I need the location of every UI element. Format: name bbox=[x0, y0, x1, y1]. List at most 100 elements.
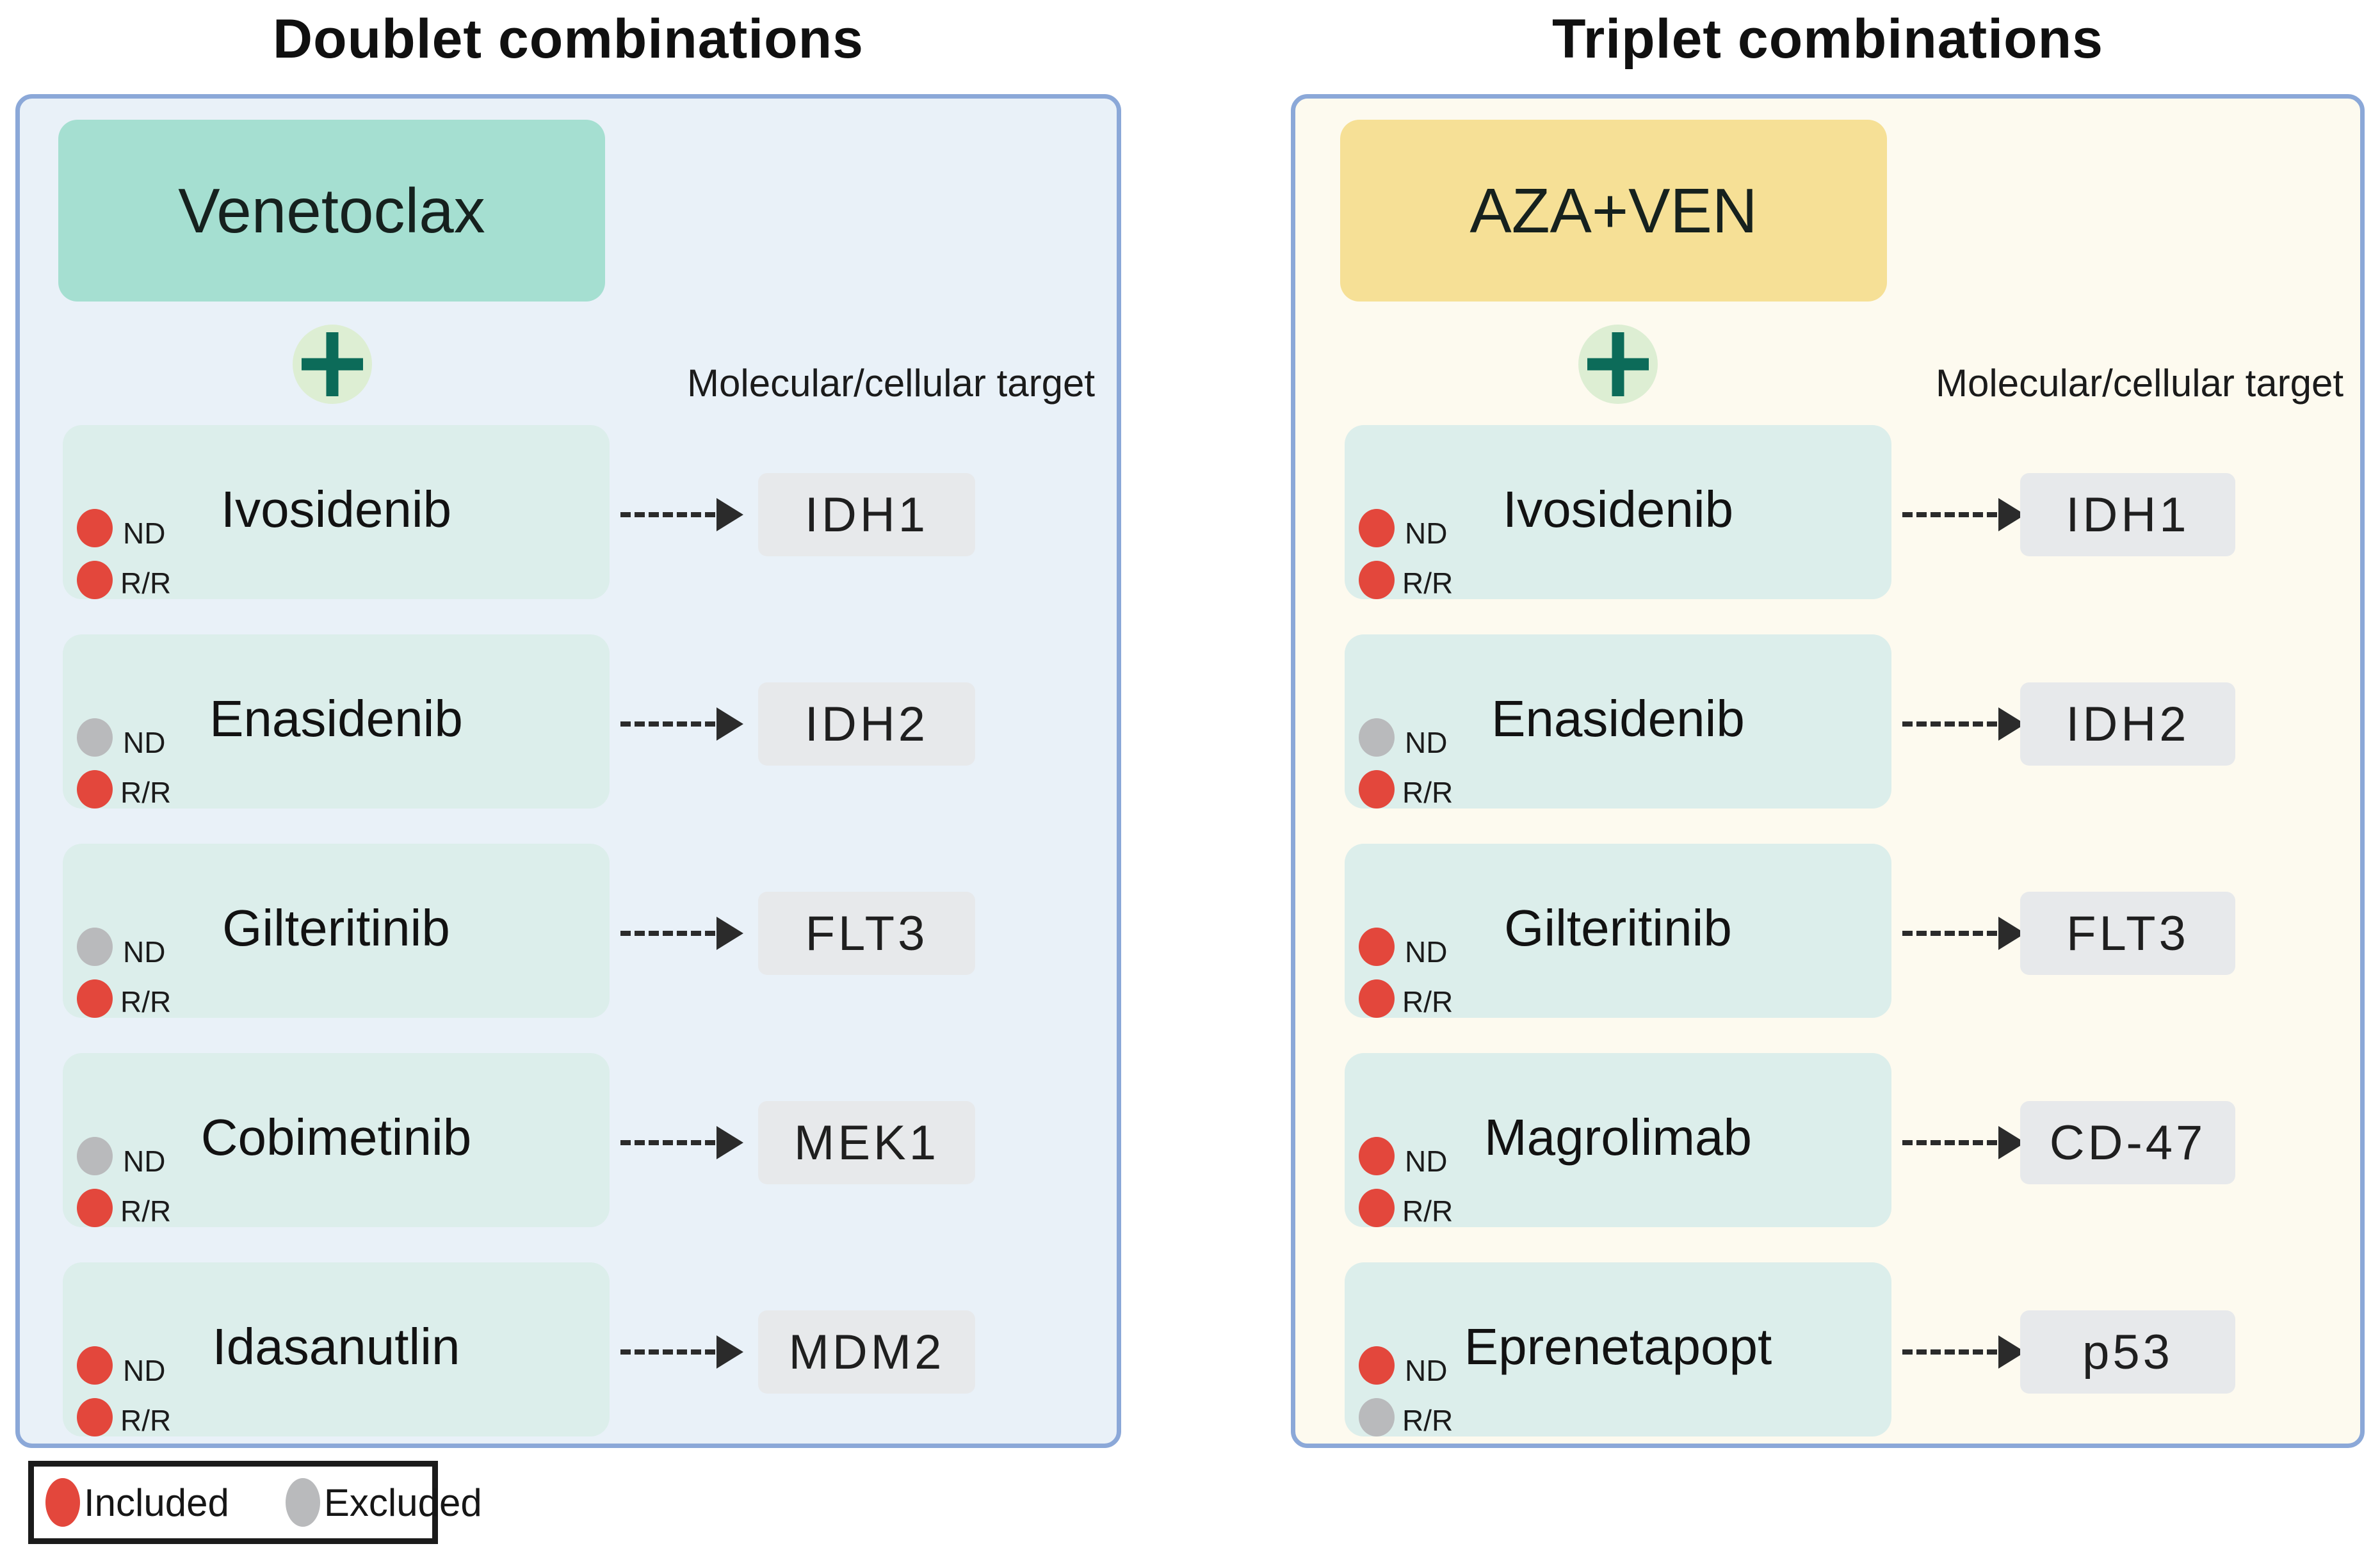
rr-status-dot-icon bbox=[1359, 1398, 1395, 1436]
drug-row-enasidenib: ND R/R Enasidenib bbox=[63, 634, 610, 809]
rr-status-dot-icon bbox=[1359, 979, 1395, 1018]
drug-row-gilteritinib: ND R/R Gilteritinib bbox=[63, 844, 610, 1018]
rr-status-dot-icon bbox=[77, 979, 113, 1018]
dashed-arrow-icon bbox=[1902, 707, 2030, 741]
target-box: FLT3 bbox=[758, 892, 975, 975]
target-column-header: Molecular/cellular target bbox=[687, 362, 1095, 405]
dashed-arrow-icon bbox=[620, 498, 749, 531]
arrow-dash bbox=[1902, 512, 1997, 517]
rr-label: R/R bbox=[120, 776, 172, 809]
target-column-header: Molecular/cellular target bbox=[1936, 362, 2344, 405]
drug-row-eprenetapopt: ND R/R Eprenetapopt bbox=[1345, 1262, 1891, 1436]
legend-item-excluded: Excluded bbox=[285, 1478, 482, 1527]
nd-label: ND bbox=[1405, 1354, 1448, 1387]
nd-status-dot-icon bbox=[77, 1137, 113, 1175]
rr-label: R/R bbox=[1402, 1195, 1453, 1228]
arrow-head bbox=[716, 1126, 743, 1159]
rr-label: R/R bbox=[120, 1195, 172, 1228]
drug-name: Ivosidenib bbox=[220, 481, 452, 538]
included-dot-icon bbox=[45, 1478, 80, 1527]
doublet-title: Doublet combinations bbox=[273, 8, 864, 70]
rr-label: R/R bbox=[120, 567, 172, 600]
dashed-arrow-icon bbox=[620, 707, 749, 741]
dashed-arrow-icon bbox=[1902, 1335, 2030, 1369]
arrow-dash bbox=[1902, 721, 1997, 727]
target-box: CD-47 bbox=[2020, 1101, 2235, 1184]
plus-icon bbox=[293, 325, 372, 404]
nd-status-dot-icon bbox=[77, 509, 113, 547]
drug-name: Magrolimab bbox=[1484, 1109, 1752, 1166]
triplet-panel: AZA+VEN Molecular/cellular target ND R/R… bbox=[1291, 94, 2365, 1448]
plus-icon bbox=[1578, 325, 1658, 404]
nd-label: ND bbox=[1405, 935, 1448, 969]
dashed-arrow-icon bbox=[1902, 498, 2030, 531]
nd-status-dot-icon bbox=[1359, 718, 1395, 757]
arrow-dash bbox=[620, 1140, 715, 1145]
legend-label: Excluded bbox=[323, 1481, 482, 1524]
dashed-arrow-icon bbox=[620, 1126, 749, 1159]
target-box: IDH1 bbox=[2020, 473, 2235, 556]
venetoclax-backbone-box: Venetoclax bbox=[58, 120, 605, 302]
dashed-arrow-icon bbox=[1902, 917, 2030, 950]
drug-name: Idasanutlin bbox=[212, 1318, 460, 1375]
drug-name: Enasidenib bbox=[209, 690, 463, 747]
arrow-head bbox=[716, 1335, 743, 1369]
drug-row-ivosidenib: ND R/R Ivosidenib bbox=[1345, 425, 1891, 599]
drug-name: Eprenetapopt bbox=[1464, 1318, 1772, 1375]
target-box: MEK1 bbox=[758, 1101, 975, 1184]
rr-status-dot-icon bbox=[77, 770, 113, 809]
nd-status-dot-icon bbox=[77, 928, 113, 966]
nd-status-dot-icon bbox=[77, 718, 113, 757]
dashed-arrow-icon bbox=[620, 917, 749, 950]
rr-label: R/R bbox=[1402, 567, 1453, 600]
rr-status-dot-icon bbox=[1359, 1189, 1395, 1227]
arrow-head bbox=[716, 917, 743, 950]
arrow-head bbox=[716, 498, 743, 531]
rr-label: R/R bbox=[120, 985, 172, 1018]
rr-label: R/R bbox=[1402, 985, 1453, 1018]
dashed-arrow-icon bbox=[620, 1335, 749, 1369]
nd-status-dot-icon bbox=[1359, 928, 1395, 966]
nd-label: ND bbox=[123, 1145, 166, 1178]
nd-label: ND bbox=[123, 1354, 166, 1387]
target-box: p53 bbox=[2020, 1310, 2235, 1394]
rr-status-dot-icon bbox=[77, 1398, 113, 1436]
arrow-dash bbox=[1902, 1349, 1997, 1355]
legend-item-included: Included bbox=[45, 1478, 229, 1527]
plus-icon-horizontal-bar bbox=[1587, 358, 1649, 371]
nd-status-dot-icon bbox=[1359, 1346, 1395, 1385]
dashed-arrow-icon bbox=[1902, 1126, 2030, 1159]
doublet-panel: Venetoclax Molecular/cellular target ND … bbox=[15, 94, 1121, 1448]
nd-label: ND bbox=[1405, 517, 1448, 550]
arrow-dash bbox=[1902, 1140, 1997, 1145]
arrow-dash bbox=[620, 721, 715, 727]
rr-label: R/R bbox=[1402, 1404, 1453, 1437]
rr-label: R/R bbox=[1402, 776, 1453, 809]
arrow-dash bbox=[620, 931, 715, 936]
nd-status-dot-icon bbox=[1359, 509, 1395, 547]
drug-row-magrolimab: ND R/R Magrolimab bbox=[1345, 1053, 1891, 1227]
target-box: FLT3 bbox=[2020, 892, 2235, 975]
legend: Included Excluded bbox=[28, 1461, 482, 1544]
drug-name: Enasidenib bbox=[1491, 690, 1745, 747]
drug-name: Gilteritinib bbox=[1504, 899, 1732, 956]
rr-label: R/R bbox=[120, 1404, 172, 1437]
nd-label: ND bbox=[1405, 726, 1448, 759]
drug-row-ivosidenib: ND R/R Ivosidenib bbox=[63, 425, 610, 599]
aza-ven-backbone-box: AZA+VEN bbox=[1340, 120, 1887, 302]
nd-label: ND bbox=[123, 726, 166, 759]
drug-name: Ivosidenib bbox=[1502, 481, 1734, 538]
rr-status-dot-icon bbox=[1359, 561, 1395, 599]
nd-label: ND bbox=[123, 517, 166, 550]
nd-status-dot-icon bbox=[77, 1346, 113, 1385]
target-box: IDH1 bbox=[758, 473, 975, 556]
drug-name: Gilteritinib bbox=[222, 899, 450, 956]
triplet-title: Triplet combinations bbox=[1552, 8, 2103, 70]
rr-status-dot-icon bbox=[77, 1189, 113, 1227]
nd-status-dot-icon bbox=[1359, 1137, 1395, 1175]
plus-icon-horizontal-bar bbox=[302, 358, 363, 371]
drug-row-gilteritinib: ND R/R Gilteritinib bbox=[1345, 844, 1891, 1018]
target-box: MDM2 bbox=[758, 1310, 975, 1394]
rr-status-dot-icon bbox=[77, 561, 113, 599]
arrow-dash bbox=[1902, 931, 1997, 936]
